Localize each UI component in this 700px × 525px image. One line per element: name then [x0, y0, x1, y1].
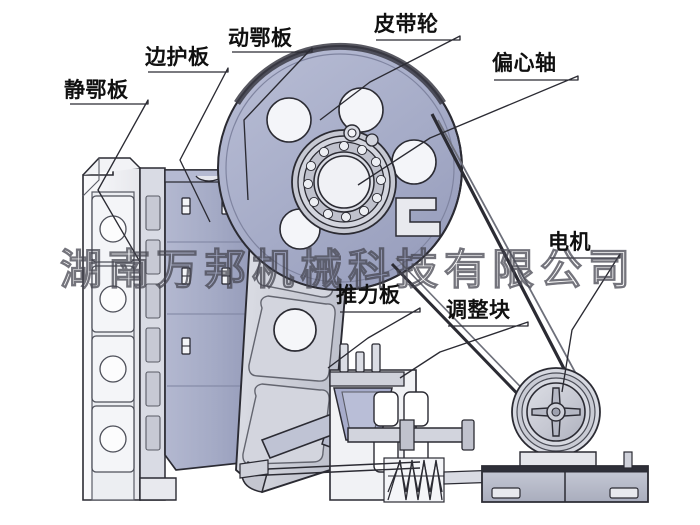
label-adjustment-block: 调整块: [446, 298, 511, 322]
jaw-fastener-slots: [181, 197, 231, 355]
label-eccentric-shaft: 偏心轴: [492, 51, 557, 75]
bearing-rollers: [302, 140, 387, 223]
label-static-jaw-plate: 静鄂板: [64, 78, 129, 102]
label-side-guard-plate: 边护板: [145, 45, 210, 69]
motor-assembly: [481, 367, 649, 503]
flywheel-assembly: [217, 42, 463, 291]
tension-spring: [383, 457, 445, 503]
static-jaw-assembly: [139, 167, 293, 501]
label-motor: 电机: [548, 230, 591, 254]
label-leader-lines: [70, 35, 621, 393]
frame-liner-blocks: [91, 195, 135, 473]
outer-frame-left: [82, 157, 141, 501]
label-movable-jaw-plate: 动鄂板: [228, 26, 293, 50]
label-toggle-plate: 推力板: [336, 283, 401, 307]
v-belt-drive: [390, 113, 582, 414]
label-belt-pulley: 皮带轮: [374, 12, 439, 36]
